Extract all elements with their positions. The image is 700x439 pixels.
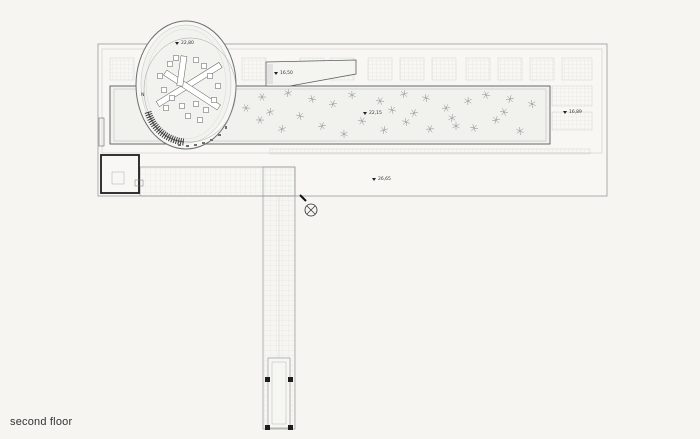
- chair: [207, 73, 213, 79]
- level-marker-terrace: 26,65: [372, 176, 391, 182]
- chair: [197, 117, 203, 123]
- chair: [163, 105, 169, 111]
- level-label-ramp: 16,50: [280, 70, 293, 76]
- tree-symbol: [308, 95, 316, 103]
- chair: [173, 55, 179, 61]
- chair: [179, 103, 185, 109]
- service-hut: [98, 117, 144, 194]
- tree-symbol: [376, 97, 384, 105]
- tree-symbol: [528, 99, 536, 109]
- tree-symbol: [500, 108, 508, 116]
- ramp-wedge: [265, 59, 357, 87]
- tree-symbol: [388, 106, 396, 114]
- floor-caption: second floor: [10, 416, 73, 428]
- level-marker-ramp: 16,50: [274, 70, 293, 76]
- chair: [211, 97, 217, 103]
- tree-symbol: [464, 96, 472, 106]
- tree-symbol: [410, 109, 418, 117]
- roof-panels-bottom: [269, 148, 591, 155]
- level-label-east: 16,89: [569, 109, 582, 115]
- tree-symbol: [318, 122, 326, 130]
- tree-symbol: [278, 125, 286, 133]
- tree-symbol: [402, 118, 410, 126]
- bridge-stair: [265, 357, 293, 430]
- long-skylight-inner: [113, 88, 547, 142]
- tree-symbol: [241, 104, 251, 112]
- level-marker-east: 16,89: [563, 109, 582, 115]
- roof-panels-right: [551, 85, 593, 131]
- chair: [201, 63, 207, 69]
- tree-symbol: [516, 127, 524, 135]
- tree-symbol: [266, 108, 274, 116]
- tree-symbol: [284, 89, 292, 97]
- tree-symbol: [340, 129, 348, 139]
- tower-furniture: [155, 55, 223, 123]
- level-label-tower: 22,80: [181, 40, 194, 46]
- tree-symbol: [400, 90, 408, 98]
- tree-symbols: [241, 89, 536, 139]
- tree-symbol: [425, 125, 435, 133]
- level-marker-strip: 22,15: [363, 110, 382, 116]
- chair: [193, 101, 199, 107]
- tree-symbol: [357, 117, 367, 125]
- chair: [157, 73, 163, 79]
- tree-symbol: [296, 112, 304, 120]
- level-marker-tower: 22,80: [175, 40, 194, 46]
- tree-symbol: [380, 126, 388, 134]
- ramp-steps: [267, 64, 273, 84]
- chair: [167, 61, 173, 67]
- tower-mark: N: [141, 92, 144, 98]
- tree-symbol: [255, 116, 265, 124]
- tree-symbol: [329, 100, 337, 108]
- tree-symbol: [441, 104, 451, 112]
- north-marker: [299, 194, 318, 217]
- tree-symbol: [482, 91, 490, 99]
- tree-symbol: [448, 113, 456, 123]
- chair: [203, 107, 209, 113]
- tree-symbol: [348, 90, 356, 100]
- chair: [161, 87, 167, 93]
- chair: [185, 113, 191, 119]
- tree-symbol: [470, 124, 478, 132]
- tree-symbol: [452, 122, 460, 130]
- tree-symbol: [506, 95, 514, 103]
- chair: [169, 95, 175, 101]
- tree-symbol: [258, 93, 266, 101]
- tree-symbol: [492, 116, 500, 124]
- level-label-terrace: 26,65: [378, 176, 391, 182]
- chair: [215, 83, 221, 89]
- tree-symbol: [422, 94, 430, 102]
- horizontal-walkway: [139, 166, 296, 197]
- level-label-strip: 22,15: [369, 110, 382, 116]
- chair: [193, 57, 199, 63]
